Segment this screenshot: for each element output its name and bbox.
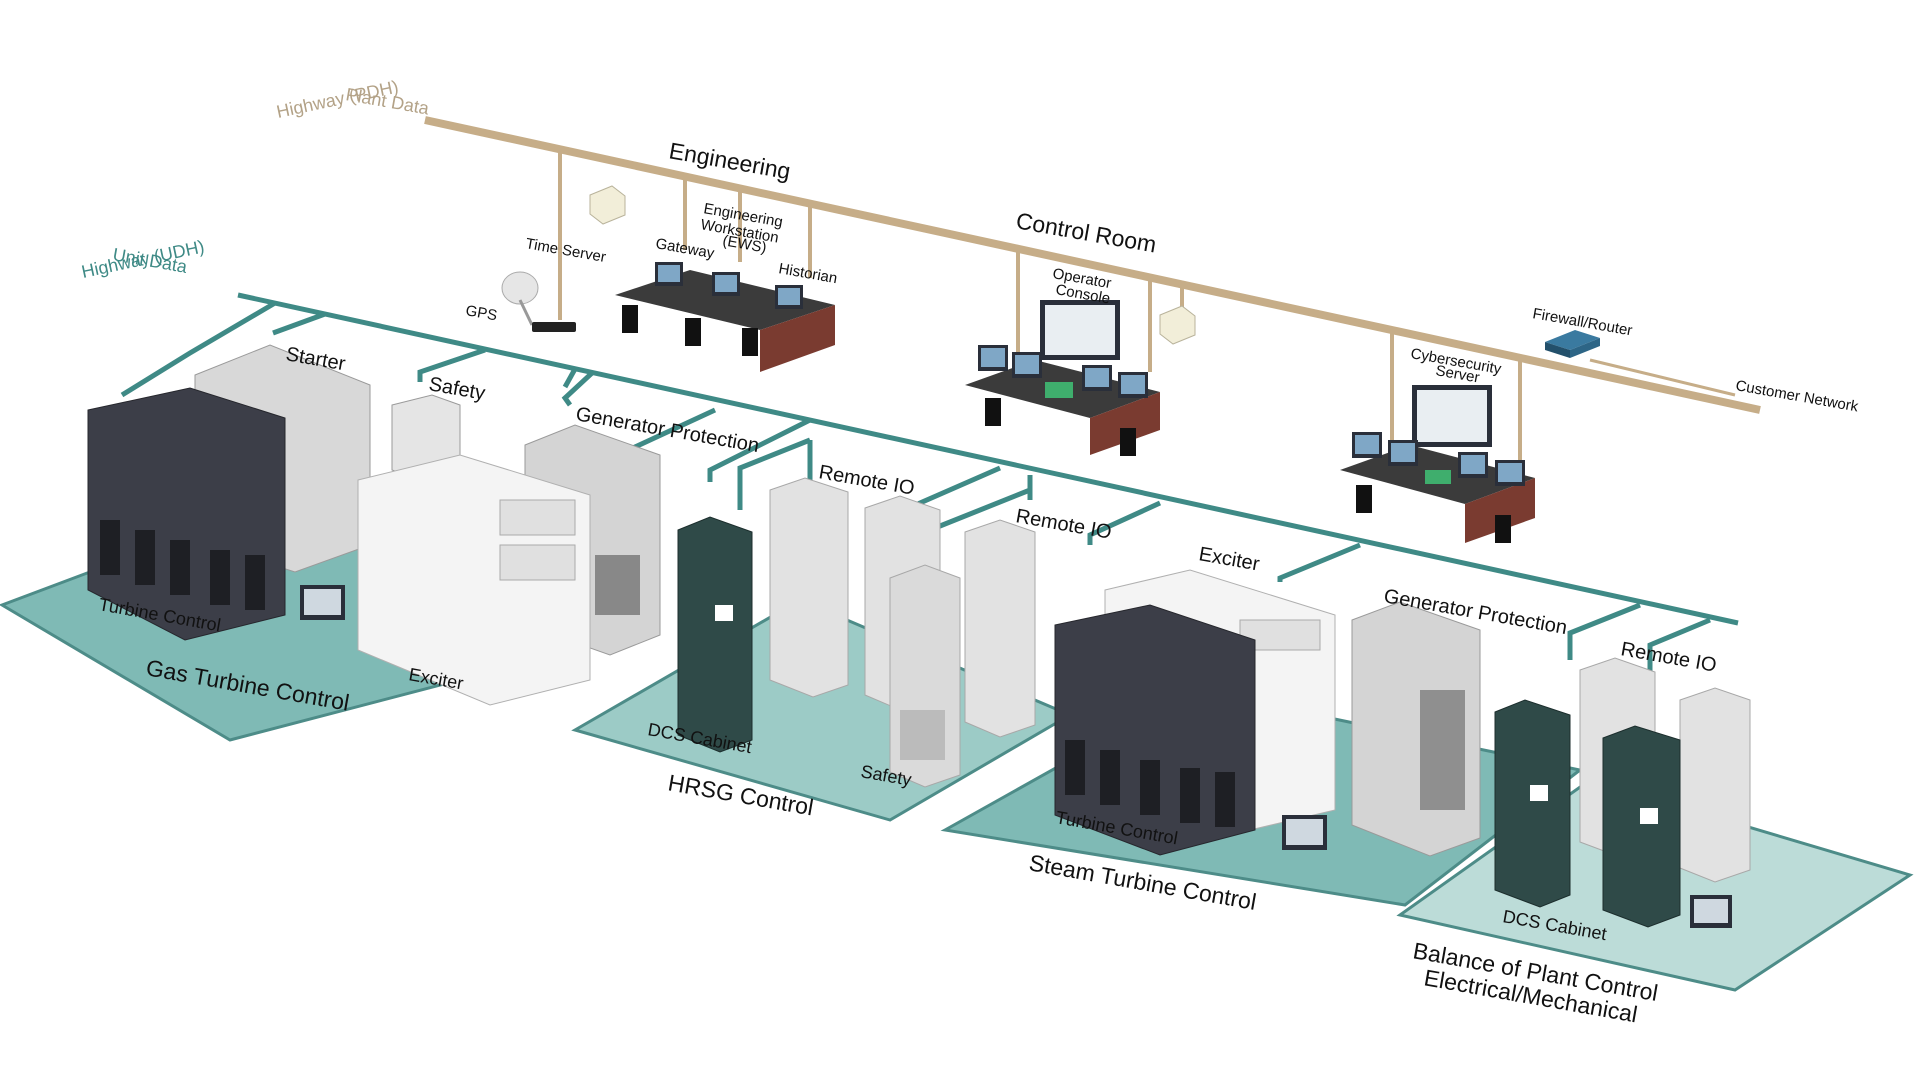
gps-label: GPS <box>464 302 498 324</box>
bop-remote-io-2-icon <box>1679 687 1751 883</box>
hrsg-cabinets <box>677 477 1036 788</box>
udh-label-line2: Highway (UDH) <box>80 236 206 282</box>
bus-labels: Plant Data Highway (PDH) Unit Data Highw… <box>80 77 432 282</box>
udh-bus <box>120 292 1739 680</box>
hrsg-dcs-cabinet-icon <box>677 516 753 753</box>
gateway-device-icon <box>532 322 576 332</box>
time-server-label: Time Server <box>524 235 607 266</box>
engineering-equipment <box>501 185 835 372</box>
gas-turbine-cabinets <box>87 344 661 706</box>
firewall-router-icon <box>1545 330 1600 358</box>
time-server-icon <box>589 185 626 225</box>
bop-cabinets <box>1494 657 1751 928</box>
pdh-label-line2: Highway (PDH) <box>275 77 400 122</box>
gps-dish-icon <box>501 271 539 326</box>
bop-dcs-cabinet-1-icon <box>1494 699 1571 908</box>
hrsg-remote-io-3-icon <box>964 519 1036 738</box>
pdh-drops <box>558 150 1736 465</box>
engineering-desk-icon <box>615 262 835 372</box>
control-room-box-icon <box>1159 305 1196 345</box>
hrsg-remote-io-1-icon <box>769 477 849 698</box>
historian-label: Historian <box>777 260 838 287</box>
cybersecurity-console-icon <box>1340 385 1535 543</box>
gateway-label: Gateway <box>654 235 716 262</box>
steam-turbine-cabinets <box>1054 569 1481 857</box>
operator-console-icon <box>965 300 1160 456</box>
bop-dcs-cabinet-2-icon <box>1602 725 1681 928</box>
st-exciter-label: Exciter <box>1197 543 1261 575</box>
pdh-bus <box>424 116 1761 414</box>
